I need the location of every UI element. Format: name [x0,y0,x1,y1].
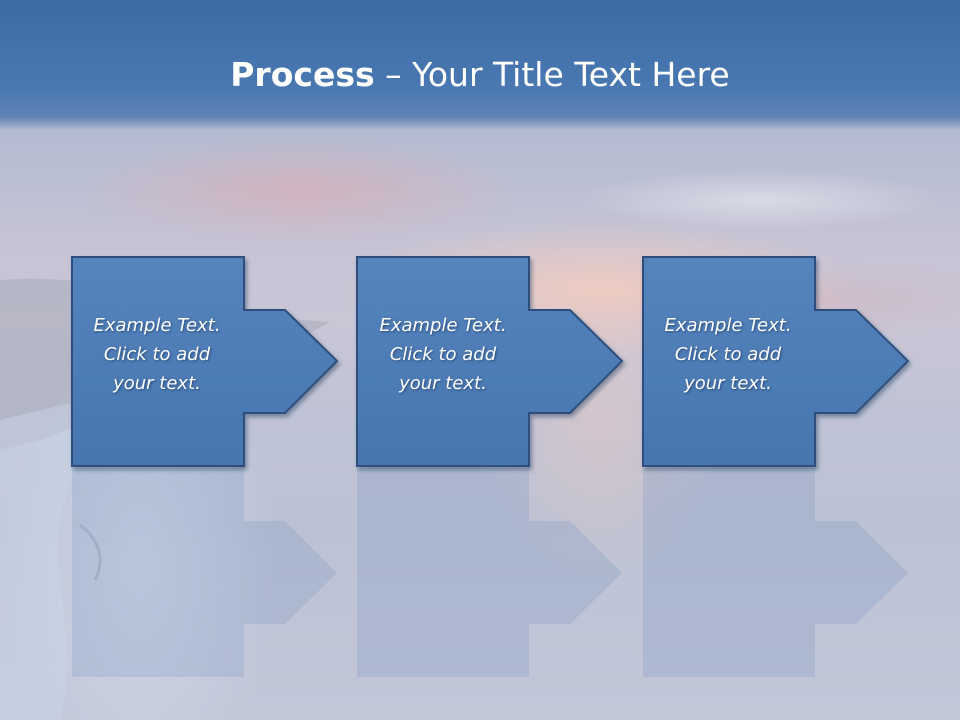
header-bar [0,0,960,130]
step-1-line-3: your text. [113,373,201,394]
step-1-line-2: Click to add [103,344,211,365]
process-step-3-text[interactable]: Example Text. Click to add your text. [643,311,813,398]
step-2-line-3: your text. [399,373,487,394]
step-2-line-2: Click to add [389,344,497,365]
process-step-1-shape[interactable] [71,256,339,467]
step-3-line-1: Example Text. [664,315,792,336]
process-step-1-text[interactable]: Example Text. Click to add your text. [72,311,242,398]
process-step-2-shape[interactable] [356,256,624,467]
step-3-line-2: Click to add [674,344,782,365]
step-1-line-1: Example Text. [93,315,221,336]
title-rest-part: – Your Title Text Here [374,55,730,94]
step-3-line-3: your text. [684,373,772,394]
process-step-2-text[interactable]: Example Text. Click to add your text. [358,311,528,398]
step-2-line-1: Example Text. [379,315,507,336]
slide-title[interactable]: Process – Your Title Text Here [0,52,960,98]
process-step-3-shape[interactable] [642,256,910,467]
title-bold-part: Process [230,55,375,94]
